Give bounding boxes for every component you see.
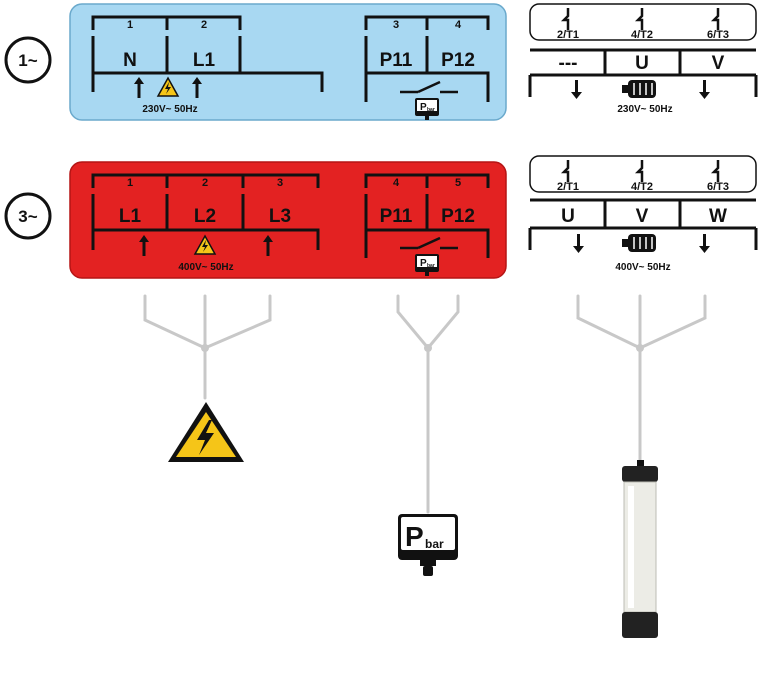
motor-top-label: 6/T3 [707,29,729,41]
terminal-number: 2 [201,19,207,31]
sensor-bar-text: bar [427,107,435,113]
down-arrow-icon [699,80,710,99]
supply-voltage: 230V~ 50Hz [142,104,197,115]
terminal-label: U [635,53,649,74]
sensor-p-text: P [420,258,427,269]
supply-terminal-block [91,15,324,92]
motor-icon [622,80,656,98]
phase-label: 1~ [18,51,37,70]
motor-terminal-block [528,155,758,250]
supply-voltage: 400V~ 50Hz [178,262,233,273]
single-phase-row: 1~ 1 2 N L1 230V~ 50Hz [4,3,758,121]
three-phase-row: 3~ 1 2 3 L1 L2 L3 400V~ 50Hz [4,155,758,279]
terminal-label: L1 [193,50,216,71]
high-voltage-hazard-icon [168,402,244,462]
down-arrow-icon [573,234,584,253]
terminal-label: --- [559,53,578,74]
cable-junctions [201,344,644,352]
sensor-bar-text: bar [425,537,444,551]
switch-contact-icon [400,236,458,250]
terminal-number: 3 [393,19,399,31]
motor-voltage: 400V~ 50Hz [615,262,670,273]
up-arrow-icon [139,235,149,256]
motor-top-label: 4/T2 [631,181,653,193]
sensor-p-text: P [405,521,424,552]
terminal-number: 4 [393,177,400,189]
terminal-label: P11 [380,206,413,227]
switch-contact-icon [400,80,458,94]
hazard-icon [193,234,217,255]
motor-top-label: 2/T1 [557,29,579,41]
motor-terminal-block [528,3,758,97]
supply-terminal-block [91,173,320,250]
pressure-sensor-icon: P bar [415,98,439,120]
terminal-label: W [709,206,727,227]
terminal-number: 3 [277,177,283,189]
pressure-sensor-device-icon: P bar [398,514,458,576]
up-arrow-icon [134,77,144,98]
terminal-number: 1 [127,177,133,189]
motor-icon [622,234,656,252]
terminal-label: P11 [380,50,413,71]
terminal-number: 1 [127,19,133,31]
cable-lines [143,294,707,514]
sensor-p-text: P [420,102,427,113]
motor-top-label: 6/T3 [707,181,729,193]
terminal-number: 4 [455,19,462,31]
motor-voltage: 230V~ 50Hz [617,104,672,115]
terminal-label: N [123,50,137,71]
submersible-pump-icon [622,460,658,638]
terminal-number: 2 [202,177,208,189]
sensor-bar-text: bar [427,263,435,269]
terminal-label: V [636,206,649,227]
terminal-label: V [712,53,725,74]
terminal-label: L2 [194,206,216,227]
up-arrow-icon [192,77,202,98]
hazard-icon [156,76,180,97]
terminal-label: U [561,206,575,227]
up-arrow-icon [263,235,273,256]
switch-terminal-block [364,15,490,102]
pressure-sensor-icon: P bar [415,254,439,276]
single-phase-badge: 1~ [4,36,52,84]
down-arrow-icon [571,80,582,99]
down-arrow-icon [699,234,710,253]
motor-top-label: 4/T2 [631,29,653,41]
terminal-label: P12 [441,50,475,71]
terminal-label: P12 [441,206,475,227]
three-phase-badge: 3~ [4,192,52,240]
terminal-number: 5 [455,177,461,189]
single-phase-panel [69,3,507,121]
motor-top-label: 2/T1 [557,181,579,193]
switch-terminal-block [364,173,490,258]
terminal-label: L3 [269,206,291,227]
three-phase-panel [69,161,507,279]
terminal-label: L1 [119,206,142,227]
phase-label: 3~ [18,207,37,226]
